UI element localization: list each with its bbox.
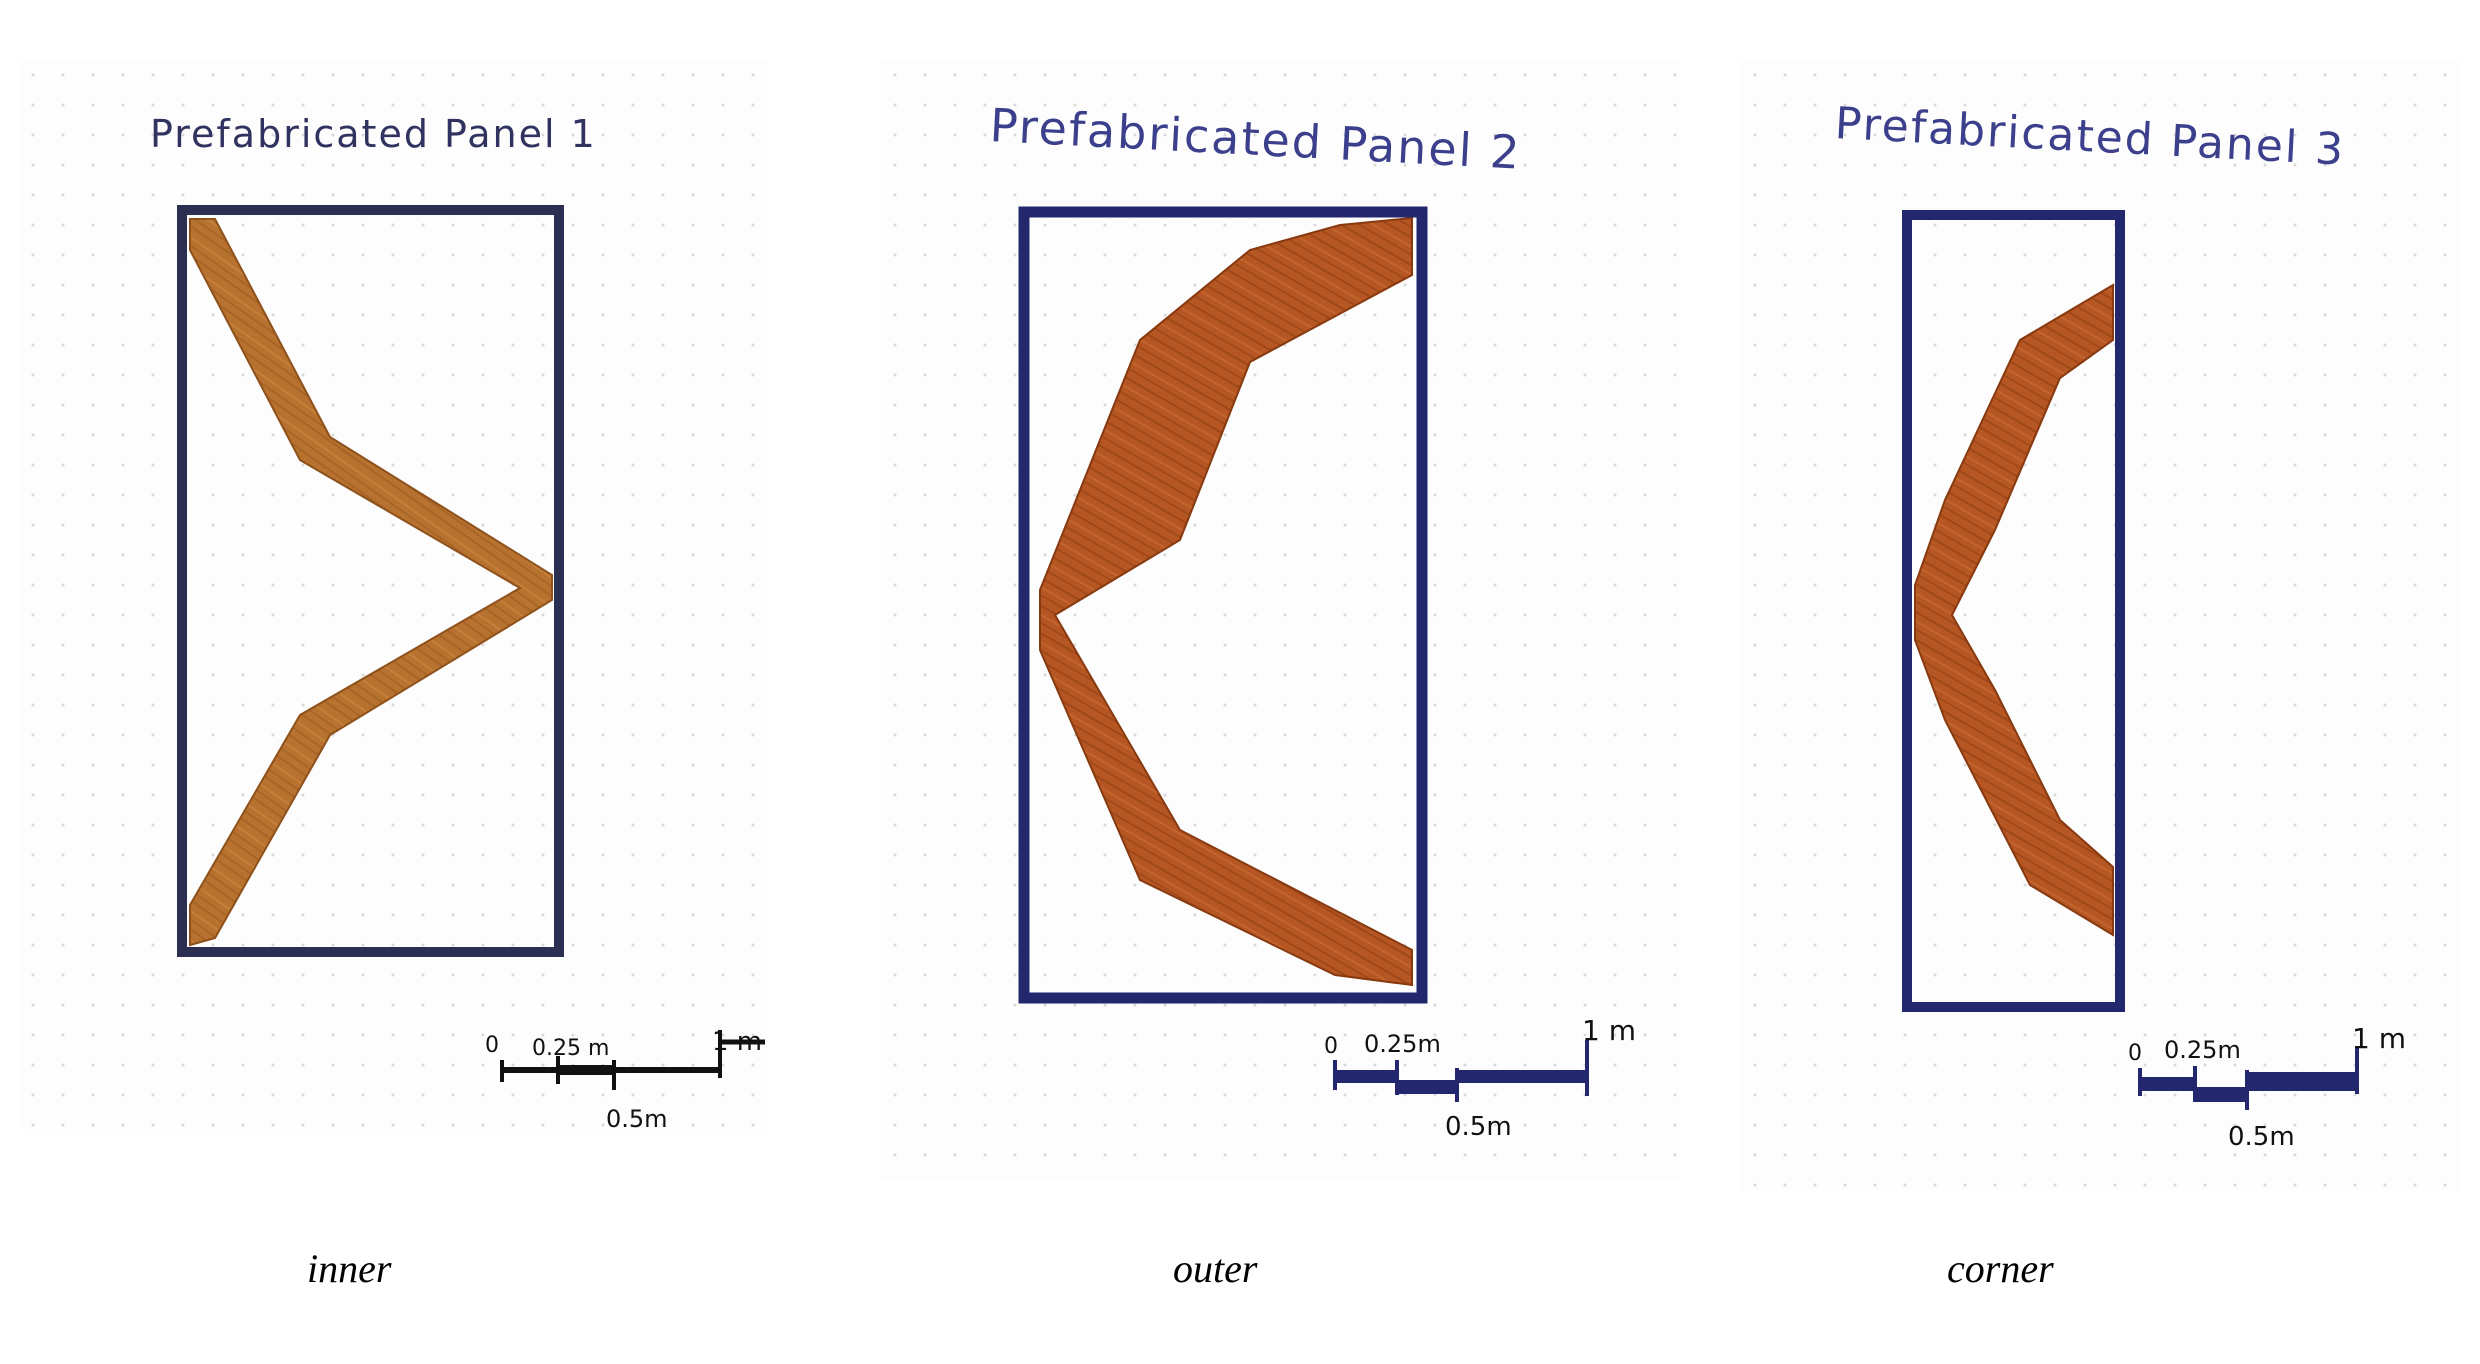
panel-3-scale-zero: 0 [2128,1041,2142,1066]
panel-1-frame [177,205,564,957]
panel-1-scale-bar [500,1030,765,1090]
panel-3-paper [1740,60,2460,1190]
panel-1-scale-one: 1 m [712,1027,762,1057]
panel-2-scale-zero: 0 [1324,1034,1338,1059]
panel-2-scale-quarter: 0.25m [1364,1030,1441,1058]
panel-1-brace [189,218,553,947]
panel-1-scale-quarter: 0.25 m [532,1036,609,1061]
panel-1-caption: inner [307,1246,392,1291]
panel-3-scale-bar [2138,1046,2359,1110]
panel-3-scale-one: 1 m [2352,1022,2406,1055]
panel-2-caption: outer [1173,1246,1258,1291]
panel-1-title: Prefabricated Panel 1 [150,112,597,156]
panel-3-brace [1914,283,2114,937]
panel-2-scale-bar [1333,1040,1589,1102]
panel-2-scale-one: 1 m [1582,1014,1636,1047]
panel-3-scale-half: 0.5m [2228,1122,2295,1152]
panel-1-scale-half: 0.5m [606,1105,668,1133]
panel-2-brace [1039,216,1413,987]
panel-2-frame [1018,206,1428,1004]
panel-2-scale-half: 0.5m [1445,1112,1512,1142]
panel-3-caption: corner [1947,1246,2054,1291]
panel-1-paper [18,60,768,1130]
panel-1-scale-zero: 0 [485,1033,499,1058]
panel-3-frame [1902,210,2125,1012]
panel-3-scale-quarter: 0.25m [2164,1036,2241,1064]
